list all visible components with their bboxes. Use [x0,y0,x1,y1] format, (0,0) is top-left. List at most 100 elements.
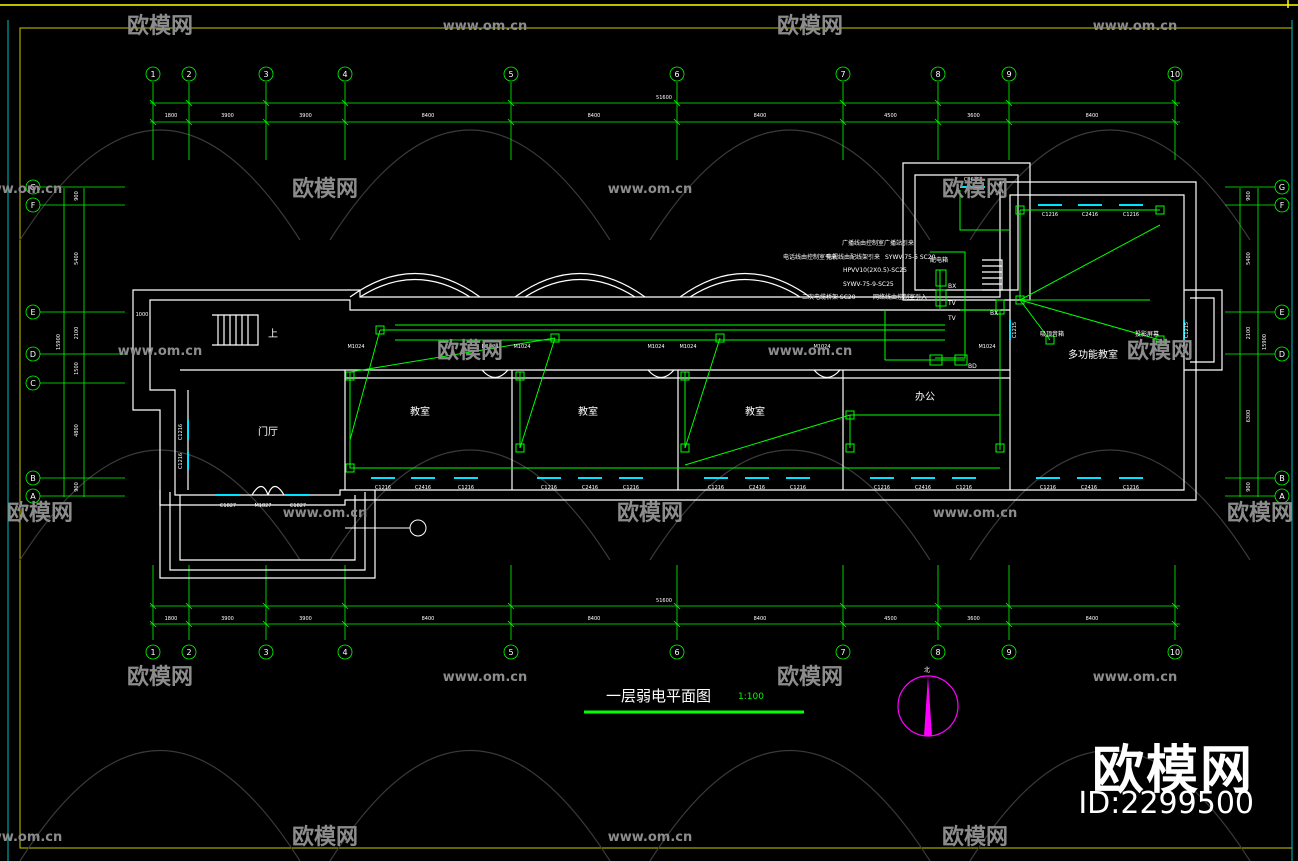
axis-bubble-bottom-2-label: 2 [186,648,191,657]
dim-bottom-span-0: 1800 [165,616,178,622]
axis-bubble-top-6-label: 6 [674,70,679,79]
wiring-devices [345,205,1165,473]
axis-bubble-left-E: E [25,304,41,320]
window-side-label-2: C0615 [964,177,980,183]
north-label: 北 [924,666,930,674]
dim-left-extra: 1000 [136,312,149,318]
window-side-label-4: C1215 [1184,322,1190,338]
equip-speaker: 吸顶音箱 [1040,330,1064,338]
door-label-6: M1024 [978,344,995,350]
axis-bubble-top-6: 6 [669,66,685,82]
dim-left-span-5: 900 [74,482,80,492]
equip-box-2: TV [947,300,957,307]
window-south-label-6: C1216 [708,485,724,491]
dim-top-span-7: 3600 [967,113,980,119]
window-south-label-3: C1216 [541,485,557,491]
watermark-url-9: www.om.cn [1093,670,1178,685]
axis-bubble-bottom-5-label: 5 [508,648,513,657]
axis-bubble-bottom-6: 6 [669,644,685,660]
axis-bubble-bottom-8-label: 8 [935,648,940,657]
window-side-label-1: C1216 [178,453,184,469]
section-marker [345,519,427,537]
watermark-url-5: www.om.cn [768,344,853,359]
axis-bubble-top-9-label: 9 [1006,70,1011,79]
watermark-url-0: www.om.cn [443,19,528,34]
axis-bubble-right-F: F [1274,197,1290,213]
axis-bubble-top-9: 9 [1001,66,1017,82]
drawing-scale: 1:100 [738,692,764,702]
watermark-url-2: www.om.cn [0,182,62,197]
axis-bubble-left-F-label: F [31,201,36,210]
watermark-url-1: www.om.cn [1093,19,1178,34]
window-south-label-9: C1216 [874,485,890,491]
window-entry-label-1: M1827 [254,503,271,509]
door-label-4: M1024 [679,344,696,350]
cable-note-6: SYWV-75-9-SC25 [843,281,894,288]
room-hall: 门厅 [258,425,278,438]
equip-box-1: BX [948,283,956,290]
watermark-brand-10: 欧模网 [777,664,843,690]
axis-bubble-top-7: 7 [835,66,851,82]
axis-bubble-right-A: A [1274,488,1290,504]
axis-bubble-left-C: C [25,375,41,391]
window-south-label-5: C1216 [623,485,639,491]
dim-left-span-3: 1500 [74,362,80,375]
watermark-brand-2: 欧模网 [292,176,358,202]
watermark-url-6: www.om.cn [283,506,368,521]
axis-bubble-bottom-6-label: 6 [674,648,679,657]
axis-bubble-bottom-9-label: 9 [1006,648,1011,657]
axis-bubble-top-2-label: 2 [186,70,191,79]
axis-bubble-bottom-1: 1 [145,644,161,660]
watermark-brand-11: 欧模网 [292,824,358,850]
window-south-label-2: C1216 [458,485,474,491]
dim-bottom-span-5: 8400 [754,616,767,622]
dim-bottom-span-3: 8400 [422,616,435,622]
window-entry-label-2: C1827 [290,503,306,509]
dim-right-span-3: 6300 [1246,410,1252,423]
room-class-2: 教室 [578,405,598,418]
axis-bubble-left-D-label: D [30,350,36,359]
dim-left-span-4: 4800 [74,424,80,437]
axis-bubble-right-G: G [1274,179,1290,195]
watermark-brand-8: 欧模网 [1227,500,1293,526]
door-label-3: M1024 [647,344,664,350]
axis-bubble-bottom-10-label: 10 [1170,648,1180,657]
building-walls [132,162,1223,579]
cable-notes: 广播线由控制室广播站引来 电话线由控制室引来 电视线由配线架引来 SYWV-75… [783,239,1159,370]
watermark-brand-0: 欧模网 [127,13,193,39]
window-south-label-7: C2416 [749,485,765,491]
cable-note-1: 广播线由控制室广播站引来 [842,239,914,247]
dim-top-span-6: 4500 [884,113,897,119]
axis-bubble-left-C-label: C [30,379,36,388]
dim-right-total: 15900 [1262,334,1268,350]
equip-box-5: BD [968,363,977,370]
window-south-label-12: C1216 [1040,485,1056,491]
cable-note-7: 二次电缆桥架 SC20 [802,293,856,301]
axis-bubble-left-B-label: B [30,474,36,483]
axis-bubble-bottom-3-label: 3 [263,648,268,657]
window-south-label-8: C1216 [790,485,806,491]
axis-bubble-bottom-1-label: 1 [150,648,155,657]
axis-bubble-top-4-label: 4 [342,70,347,79]
axis-bubble-left-F: F [25,197,41,213]
dim-right-span-0: 900 [1246,191,1252,201]
watermark-url-11: www.om.cn [608,830,693,845]
window-south-label-0: C1216 [375,485,391,491]
cable-note-3: 电视线由配线架引来 [826,253,880,261]
dim-right-span-1: 5400 [1246,252,1252,265]
axis-bubble-top-2: 2 [181,66,197,82]
axis-bubble-top-4: 4 [337,66,353,82]
window-north-label-2: C1216 [1123,212,1139,218]
drawing-title-block: 一层弱电平面图 1:100 [584,687,804,714]
axis-bubble-right-B: B [1274,470,1290,486]
window-south-label-14: C1216 [1123,485,1139,491]
window-north-label-0: C1216 [1042,212,1058,218]
door-label-5: M1024 [813,344,830,350]
axis-bubble-left-E-label: E [30,308,35,317]
dim-top-span-5: 8400 [754,113,767,119]
axis-bubble-bottom-7: 7 [835,644,851,660]
cable-note-9: 配电箱 [930,256,948,264]
axis-bubble-top-7-label: 7 [840,70,845,79]
axis-bubble-top-1-label: 1 [150,70,155,79]
